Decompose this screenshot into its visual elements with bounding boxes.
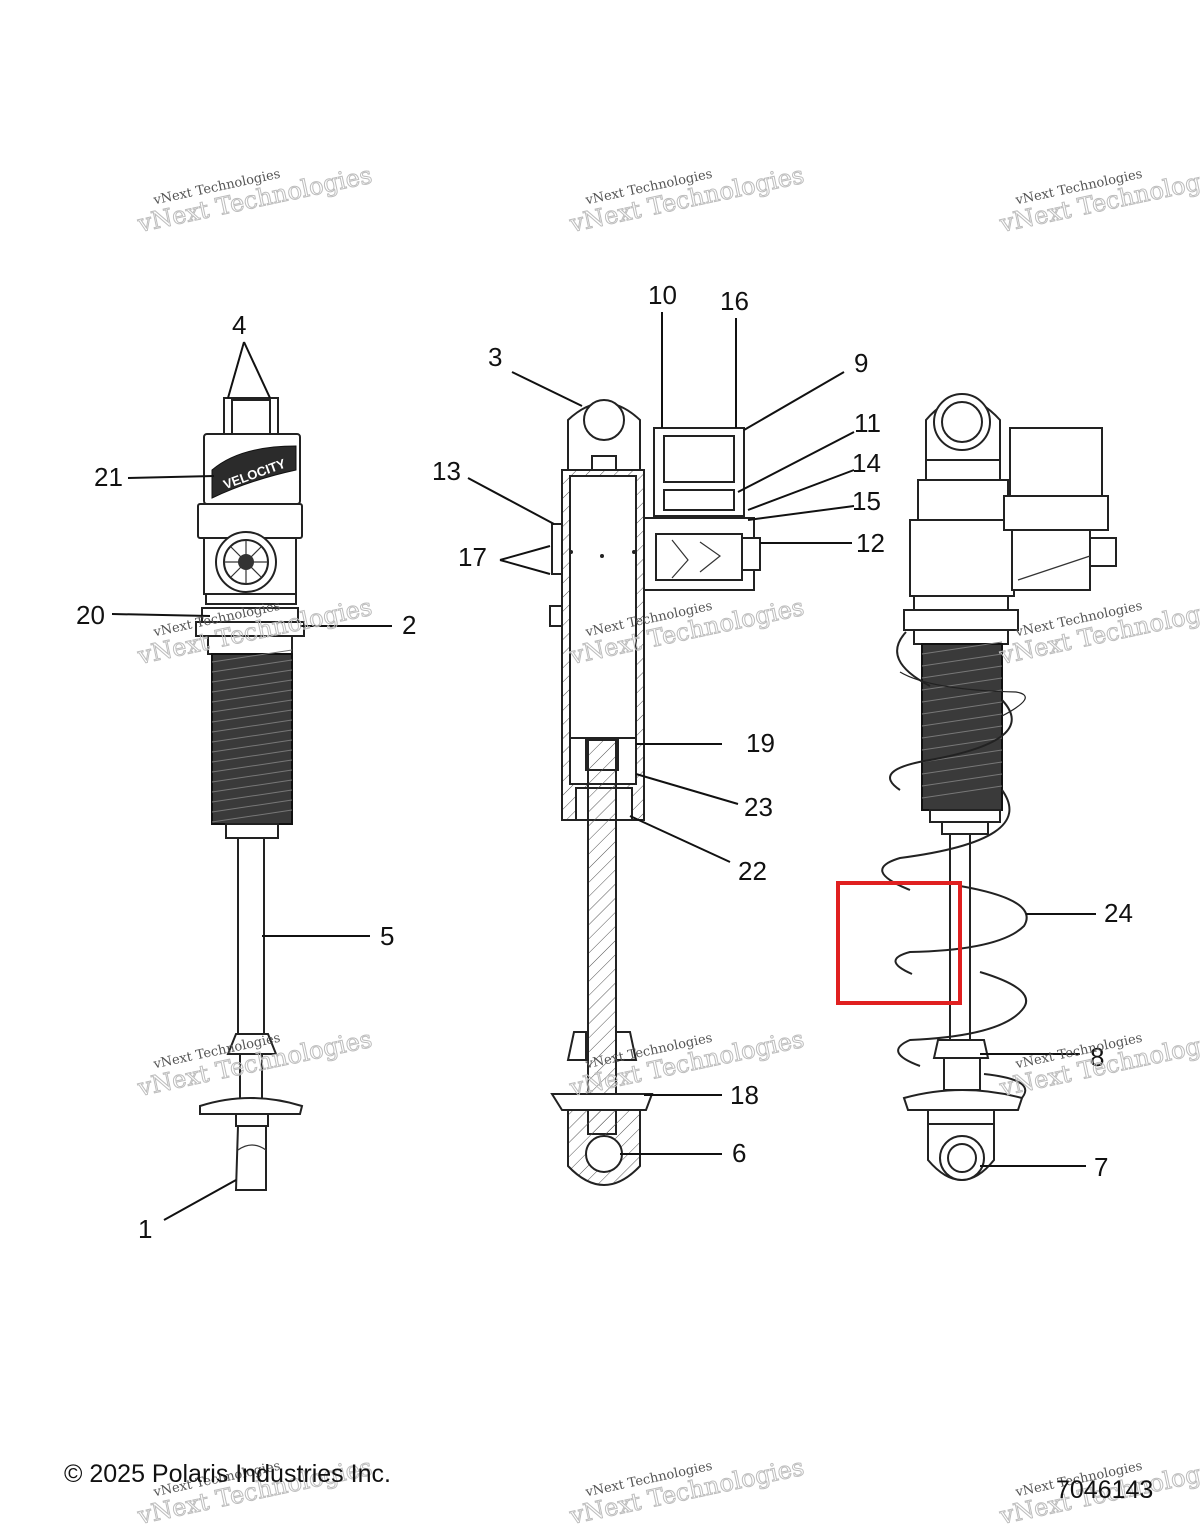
- callout-5: 5: [380, 921, 394, 951]
- leader-lines: [111, 312, 1096, 1221]
- callout-24: 24: [1104, 898, 1133, 928]
- copyright-text: © 2025 Polaris Industries Inc.: [64, 1460, 391, 1488]
- callout-14: 14: [852, 448, 881, 478]
- callout-23: 23: [744, 792, 773, 822]
- right-shock-with-spring: [881, 393, 1117, 1181]
- callout-16: 16: [720, 286, 749, 316]
- callout-18: 18: [730, 1080, 759, 1110]
- callout-4: 4: [232, 310, 246, 340]
- watermark: vNext Technologies vNext Technologies: [996, 592, 1200, 670]
- callout-1: 1: [138, 1214, 152, 1244]
- callout-6: 6: [732, 1138, 746, 1168]
- callout-2: 2: [402, 610, 416, 640]
- watermark: vNext Technologies vNext Technologies: [134, 160, 375, 238]
- callout-12: 12: [856, 528, 885, 558]
- callout-15: 15: [852, 486, 881, 516]
- left-shock-external: VELOCITY: [195, 397, 305, 1191]
- callout-13: 13: [432, 456, 461, 486]
- watermark: vNext Technologies vNext Technologies: [566, 1452, 807, 1530]
- callout-11: 11: [854, 408, 881, 438]
- callout-21: 21: [94, 462, 123, 492]
- callout-labels: 4 21 20 2 5 1 3 10 16 9 11 14 15 12 13 1…: [76, 280, 1133, 1244]
- callout-22: 22: [738, 856, 767, 886]
- center-shock-section: [549, 399, 761, 1186]
- callout-17: 17: [458, 542, 487, 572]
- callout-9: 9: [854, 348, 868, 378]
- callout-3: 3: [488, 342, 502, 372]
- highlight-box: [836, 881, 962, 1005]
- callout-20: 20: [76, 600, 105, 630]
- watermark: vNext Technologies vNext Technologies: [996, 1024, 1200, 1102]
- watermark: vNext Technologies vNext Technologies: [996, 160, 1200, 238]
- watermark: vNext Technologies vNext Technologies: [566, 160, 807, 238]
- watermarks: vNext Technologies vNext Technologies vN…: [134, 160, 1200, 1530]
- callout-8: 8: [1090, 1042, 1104, 1072]
- callout-10: 10: [648, 280, 677, 310]
- part-number: 7046143: [1056, 1476, 1153, 1504]
- callout-7: 7: [1094, 1152, 1108, 1182]
- callout-19: 19: [746, 728, 775, 758]
